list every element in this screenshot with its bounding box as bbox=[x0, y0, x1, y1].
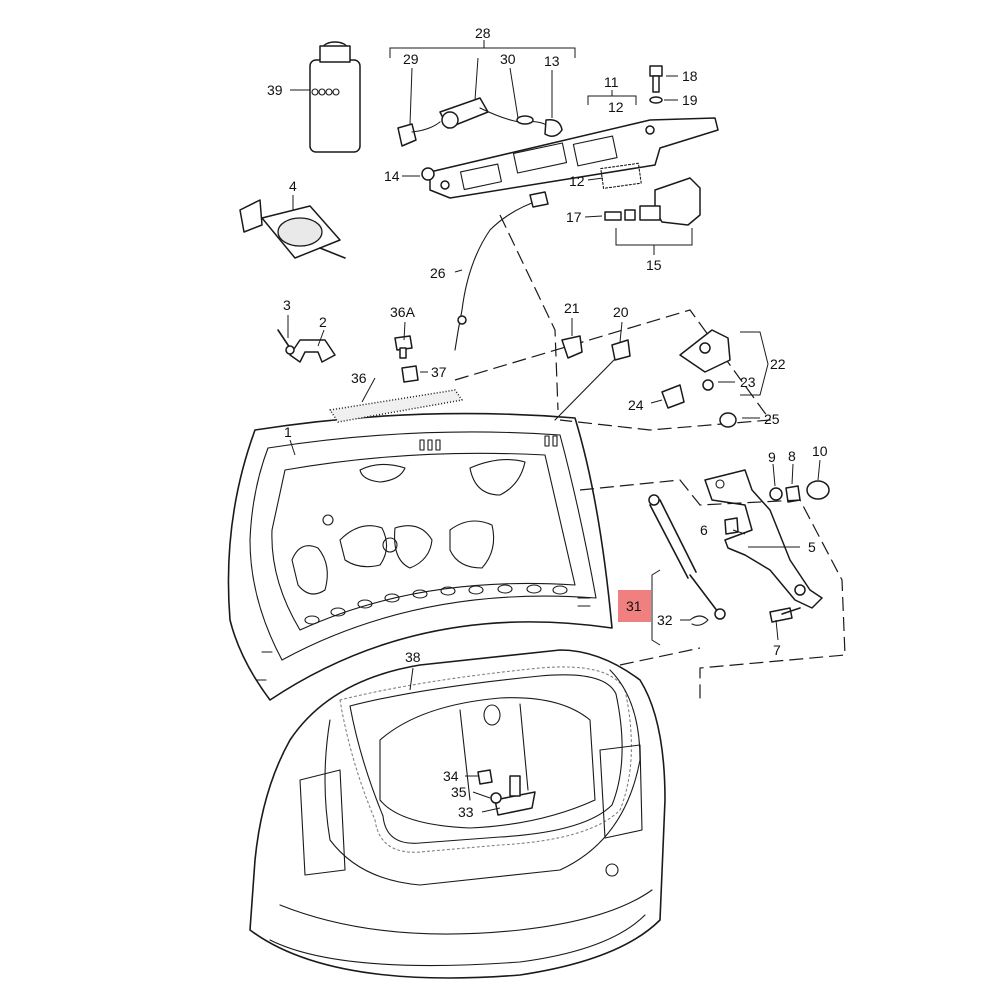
stop-21 bbox=[561, 335, 583, 359]
handle-bracket bbox=[429, 117, 719, 199]
label-8: 8 bbox=[788, 448, 796, 464]
label-38: 38 bbox=[405, 649, 421, 665]
label-9: 9 bbox=[768, 449, 776, 465]
label-4: 4 bbox=[289, 178, 297, 194]
seal-frame bbox=[619, 647, 701, 666]
label-21: 21 bbox=[564, 300, 580, 316]
hinge-fasteners bbox=[769, 480, 830, 623]
label-24: 24 bbox=[628, 397, 644, 413]
bumper-37 bbox=[401, 365, 419, 383]
label-25: 25 bbox=[764, 411, 780, 427]
label-18: 18 bbox=[682, 68, 698, 84]
label-22: 22 bbox=[770, 356, 786, 372]
clip-32 bbox=[689, 615, 709, 626]
label-26: 26 bbox=[430, 265, 446, 281]
label-7: 7 bbox=[773, 642, 781, 658]
leader-lines bbox=[287, 40, 821, 813]
grommet-36a bbox=[394, 335, 413, 359]
label-13: 13 bbox=[544, 53, 560, 69]
label-34: 34 bbox=[443, 768, 459, 784]
label-12a: 12 bbox=[608, 99, 624, 115]
label-5: 5 bbox=[808, 539, 816, 555]
trunk-seal bbox=[339, 666, 632, 853]
label-10: 10 bbox=[812, 443, 828, 459]
trunk-seal-inner bbox=[349, 674, 623, 844]
label-6: 6 bbox=[700, 522, 708, 538]
label-19: 19 bbox=[682, 92, 698, 108]
label-31: 31 bbox=[626, 598, 642, 614]
label-36: 36 bbox=[351, 370, 367, 386]
label-14: 14 bbox=[384, 168, 400, 184]
part-labels: 1 2 3 4 5 6 7 8 9 10 11 12 12 13 14 15 1… bbox=[267, 25, 828, 820]
label-30: 30 bbox=[500, 51, 516, 67]
label-15: 15 bbox=[646, 257, 662, 273]
cable-clip bbox=[529, 191, 549, 208]
gas-strut bbox=[648, 494, 726, 620]
lid-frame bbox=[454, 309, 772, 431]
label-17: 17 bbox=[566, 209, 582, 225]
bolt-18 bbox=[649, 65, 663, 104]
hinge-frame bbox=[579, 479, 846, 700]
hinge-assembly bbox=[704, 469, 823, 609]
trunk-lid bbox=[227, 412, 613, 701]
label-32: 32 bbox=[657, 612, 673, 628]
release-cable bbox=[454, 199, 541, 351]
label-33: 33 bbox=[458, 804, 474, 820]
label-28: 28 bbox=[475, 25, 491, 41]
label-36a: 36A bbox=[390, 304, 416, 320]
label-1: 1 bbox=[284, 424, 292, 440]
aerosol-can-39 bbox=[309, 41, 361, 153]
striker-assembly bbox=[477, 769, 536, 816]
label-29: 29 bbox=[403, 51, 419, 67]
label-35: 35 bbox=[451, 784, 467, 800]
label-2: 2 bbox=[319, 314, 327, 330]
pad-36 bbox=[329, 389, 463, 423]
label-23: 23 bbox=[740, 374, 756, 390]
sealant-cartridge-4 bbox=[239, 199, 346, 259]
bumper-20 bbox=[611, 339, 631, 361]
label-39: 39 bbox=[267, 82, 283, 98]
label-37: 37 bbox=[431, 364, 447, 380]
label-20: 20 bbox=[613, 304, 629, 320]
nut-14 bbox=[421, 167, 435, 181]
bracket-2 bbox=[277, 329, 336, 363]
label-12b: 12 bbox=[569, 173, 585, 189]
actuator-15 bbox=[604, 177, 701, 226]
car-body bbox=[249, 649, 666, 979]
lock-cylinder bbox=[397, 97, 563, 147]
lock-22 bbox=[661, 329, 737, 428]
label-11: 11 bbox=[604, 74, 619, 90]
highlight-box-31 bbox=[618, 590, 651, 622]
label-3: 3 bbox=[283, 297, 291, 313]
cable-frame bbox=[499, 214, 559, 411]
